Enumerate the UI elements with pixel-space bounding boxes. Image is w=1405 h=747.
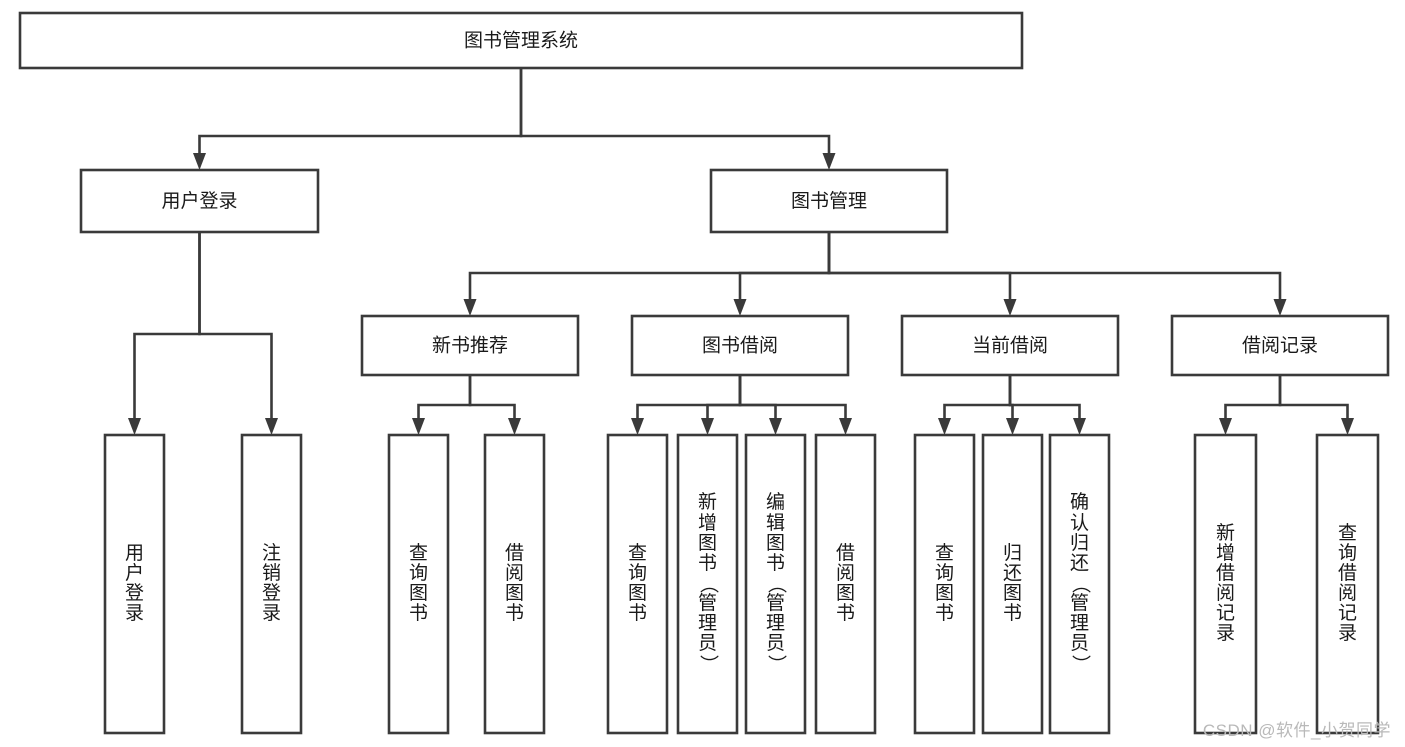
- node-box-leaf-add-borrow-record[interactable]: [1193, 433, 1258, 735]
- node-box-leaf-user-login[interactable]: [103, 433, 166, 735]
- node-label-new-book-recommend: 新书推荐: [432, 335, 508, 357]
- connector-line: [738, 375, 777, 418]
- arrow-head-icon: [128, 418, 141, 435]
- connector-line: [198, 232, 273, 418]
- arrow-head-icon: [265, 418, 278, 435]
- node-label-book-management: 图书管理: [791, 190, 867, 212]
- connector-line: [468, 375, 516, 418]
- connector-line: [706, 375, 742, 418]
- node-box-book-borrow[interactable]: [630, 314, 850, 377]
- connector-line: [738, 375, 847, 418]
- connector-line: [133, 232, 201, 418]
- node-label-book-borrow: 图书借阅: [702, 335, 778, 357]
- connector-line: [1278, 375, 1349, 418]
- connector-line: [468, 232, 831, 299]
- node-label-borrow-record: 借阅记录: [1242, 335, 1318, 357]
- connector-line: [827, 232, 1012, 299]
- arrow-head-icon: [1006, 418, 1019, 435]
- node-box-leaf-return-book[interactable]: [981, 433, 1044, 735]
- arrow-head-icon: [412, 418, 425, 435]
- connector-line: [738, 232, 831, 299]
- node-box-book-management[interactable]: [709, 168, 949, 234]
- arrow-head-icon: [193, 153, 206, 170]
- node-box-new-book-recommend[interactable]: [360, 314, 580, 377]
- connector-line: [1224, 375, 1282, 418]
- node-box-user-login[interactable]: [79, 168, 320, 234]
- node-box-leaf-add-book-admin[interactable]: [676, 433, 739, 735]
- arrow-head-icon: [1003, 299, 1017, 316]
- node-box-leaf-borrow-book[interactable]: [814, 433, 877, 735]
- connector-line: [519, 68, 831, 153]
- node-box-current-borrow[interactable]: [900, 314, 1120, 377]
- node-box-leaf-borrow-book-recommend[interactable]: [483, 433, 546, 735]
- arrow-head-icon: [1273, 299, 1287, 316]
- connector-line: [198, 68, 523, 153]
- node-box-root[interactable]: [18, 11, 1024, 70]
- node-box-leaf-query-borrow-record[interactable]: [1315, 433, 1380, 735]
- node-box-leaf-query-book-current[interactable]: [913, 433, 976, 735]
- node-label-root: 图书管理系统: [464, 30, 578, 52]
- node-label-user-login: 用户登录: [161, 190, 237, 212]
- connectors-layer: [128, 68, 1354, 435]
- arrow-head-icon: [1341, 418, 1354, 435]
- connector-line: [943, 375, 1012, 418]
- node-box-leaf-edit-book-admin[interactable]: [744, 433, 807, 735]
- node-box-leaf-logout-login[interactable]: [240, 433, 303, 735]
- node-label-current-borrow: 当前借阅: [972, 335, 1048, 357]
- arrow-head-icon: [733, 299, 747, 316]
- connector-line: [636, 375, 742, 418]
- arrow-head-icon: [701, 418, 714, 435]
- node-box-leaf-query-book-recommend[interactable]: [387, 433, 450, 735]
- arrow-head-icon: [1219, 418, 1232, 435]
- arrow-head-icon: [822, 153, 836, 170]
- arrow-head-icon: [1073, 418, 1086, 435]
- node-box-leaf-query-book-borrow[interactable]: [606, 433, 669, 735]
- arrow-head-icon: [463, 299, 477, 316]
- node-box-borrow-record[interactable]: [1170, 314, 1390, 377]
- arrow-head-icon: [839, 418, 852, 435]
- connector-line: [827, 232, 1282, 299]
- arrow-head-icon: [631, 418, 644, 435]
- connector-line: [417, 375, 472, 418]
- arrow-head-icon: [769, 418, 782, 435]
- node-box-leaf-confirm-return-admin[interactable]: [1048, 433, 1111, 735]
- arrow-head-icon: [938, 418, 951, 435]
- arrow-head-icon: [508, 418, 521, 435]
- connector-line: [1008, 375, 1081, 418]
